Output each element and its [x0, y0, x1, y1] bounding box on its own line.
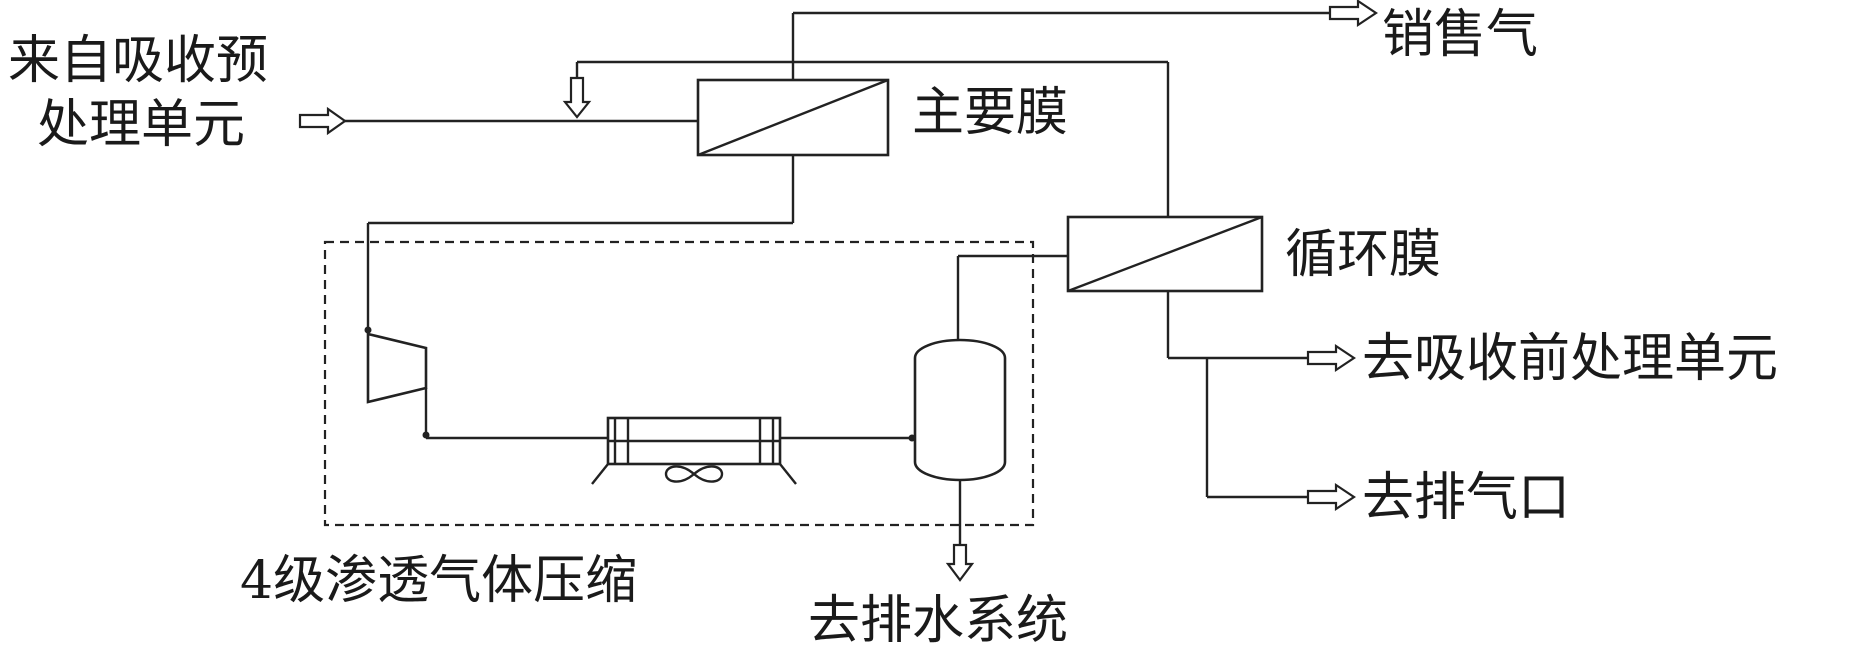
sales-gas-line: [791, 0, 1378, 80]
recycle-membrane-label: 循环膜: [1285, 225, 1441, 285]
air-cooler: [591, 416, 797, 485]
sales-gas-arrow: [1328, 0, 1378, 28]
residue-line: [562, 60, 1170, 217]
vent-label: 去排气口: [1362, 468, 1570, 528]
recycle-membrane-unit: [1066, 215, 1264, 293]
separator-vessel: [913, 338, 1007, 482]
compressor: [366, 332, 428, 404]
compression-stage-label: 4级渗透气体压缩: [240, 551, 637, 611]
drainage-label: 去排水系统: [808, 591, 1068, 651]
vent-arrow: [1306, 482, 1356, 512]
primary-membrane-divider: [697, 78, 889, 157]
feed-inlet-arrow: [298, 106, 347, 136]
drain-arrow: [945, 543, 975, 582]
permeate-line: [364, 155, 795, 334]
fan-icon: [664, 465, 724, 483]
recycle-return-arrow: [562, 76, 592, 119]
primary-membrane-label: 主要膜: [912, 83, 1068, 143]
recycle-membrane-divider: [1067, 215, 1263, 293]
pre-absorption-label: 去吸收前处理单元: [1362, 329, 1778, 389]
compression-skid-boundary: [323, 240, 1035, 527]
sales-gas-label: 销售气: [1382, 5, 1538, 65]
pre-absorption-arrow: [1306, 343, 1356, 373]
feed-label-line1: 来自吸收预: [8, 31, 268, 91]
feed-inlet: [298, 106, 698, 136]
primary-membrane-unit: [696, 78, 890, 157]
feed-label-line2: 处理单元: [37, 95, 245, 155]
